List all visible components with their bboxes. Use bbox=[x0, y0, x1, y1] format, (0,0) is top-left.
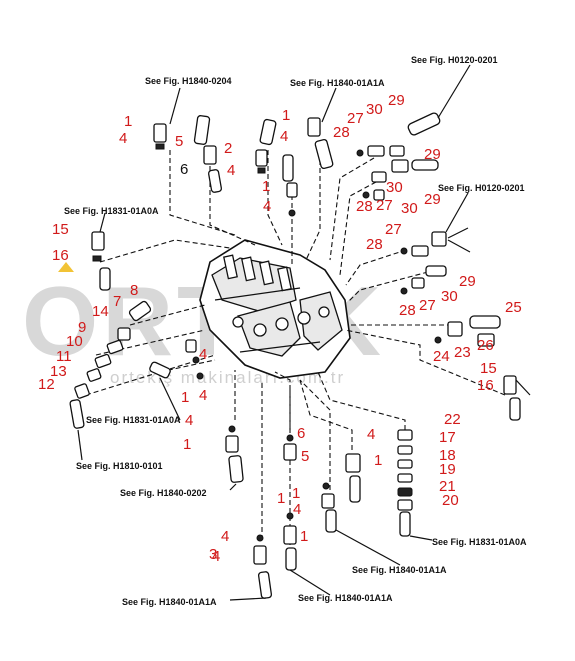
callout-number: 30 bbox=[366, 101, 383, 118]
callout-number: 29 bbox=[459, 273, 476, 290]
ref-label: See Fig. H1840-01A1A bbox=[122, 597, 217, 607]
fittings bbox=[69, 112, 521, 599]
ref-label: See Fig. H1840-01A1A bbox=[290, 78, 385, 88]
callout-number: 1 bbox=[300, 528, 308, 545]
callout-number: 1 bbox=[374, 452, 382, 469]
callout-number: 1 bbox=[181, 389, 189, 406]
callout-number: 9 bbox=[78, 319, 86, 336]
callout-number: 27 bbox=[347, 110, 364, 127]
callout-number: 30 bbox=[441, 288, 458, 305]
callout-number: 29 bbox=[424, 191, 441, 208]
callout-number: 3 bbox=[209, 546, 217, 563]
watermark-accent bbox=[58, 262, 74, 272]
ref-label: See Fig. H1840-0202 bbox=[120, 488, 207, 498]
callout-number: 19 bbox=[439, 461, 456, 478]
callout-number: 6 bbox=[180, 161, 188, 178]
callout-number: 4 bbox=[263, 198, 271, 215]
callout-number: 27 bbox=[385, 221, 402, 238]
ref-label: See Fig. H1810-0101 bbox=[76, 461, 163, 471]
callout-number: 16 bbox=[52, 247, 69, 264]
callout-number: 4 bbox=[367, 426, 375, 443]
ref-label: See Fig. H1831-01A0A bbox=[64, 206, 159, 216]
callout-number: 17 bbox=[439, 429, 456, 446]
callout-number: 25 bbox=[505, 299, 522, 316]
callout-number: 29 bbox=[388, 92, 405, 109]
callout-number: 1 bbox=[282, 107, 290, 124]
callout-number: 11 bbox=[56, 348, 72, 365]
callout-number: 4 bbox=[221, 528, 229, 545]
callout-number: 28 bbox=[333, 124, 350, 141]
callout-number: 28 bbox=[399, 302, 416, 319]
callout-number: 30 bbox=[386, 179, 403, 196]
callout-number: 15 bbox=[480, 360, 497, 377]
callout-number: 18 bbox=[439, 447, 456, 464]
callout-number: 4 bbox=[185, 412, 193, 429]
control-valve-body bbox=[199, 239, 351, 379]
callout-number: 1 bbox=[183, 436, 191, 453]
callout-number: 29 bbox=[424, 146, 441, 163]
callout-number: 28 bbox=[366, 236, 383, 253]
callout-number: 5 bbox=[301, 448, 309, 465]
callout-number: 4 bbox=[293, 501, 301, 518]
callout-number: 12 bbox=[38, 376, 55, 393]
callout-number: 27 bbox=[419, 297, 436, 314]
callout-number: 1 bbox=[124, 113, 132, 130]
ref-label: See Fig. H1840-0204 bbox=[145, 76, 232, 86]
callout-number: 8 bbox=[130, 282, 138, 299]
callout-number: 23 bbox=[454, 344, 471, 361]
callout-number: 1 bbox=[262, 178, 270, 195]
callout-number: 1 bbox=[292, 485, 300, 502]
callout-number: 2 bbox=[224, 140, 232, 157]
callout-number: 4 bbox=[227, 162, 235, 179]
callout-number: 30 bbox=[401, 200, 418, 217]
callout-number: 16 bbox=[477, 377, 494, 394]
callout-number: 13 bbox=[50, 363, 67, 380]
reference-leaders bbox=[77, 64, 531, 601]
ref-label: See Fig. H1831-01A0A bbox=[432, 537, 527, 547]
callout-number: 24 bbox=[433, 348, 450, 365]
callout-number: 7 bbox=[113, 293, 121, 310]
callout-number: 10 bbox=[66, 333, 83, 350]
callout-number: 14 bbox=[92, 303, 109, 320]
ref-label: See Fig. H1840-01A1A bbox=[352, 565, 447, 575]
callout-number: 1 bbox=[277, 490, 285, 507]
ref-label: See Fig. H1840-01A1A bbox=[298, 593, 393, 603]
callout-number: 4 bbox=[119, 130, 127, 147]
ref-label: See Fig. H0120-0201 bbox=[411, 55, 498, 65]
callout-number: 28 bbox=[356, 198, 373, 215]
ref-label: See Fig. H0120-0201 bbox=[438, 183, 525, 193]
callout-number: 4 bbox=[280, 128, 288, 145]
callout-number: 6 bbox=[297, 425, 305, 442]
callout-number: 4 bbox=[212, 548, 220, 565]
callout-number: 4 bbox=[199, 387, 207, 404]
callout-number: 5 bbox=[175, 133, 183, 150]
ref-label: See Fig. H1831-01A0A bbox=[86, 415, 181, 425]
callout-number: 15 bbox=[52, 221, 69, 238]
callout-number: 27 bbox=[376, 197, 393, 214]
callout-number: 4 bbox=[199, 346, 207, 363]
callout-number: 26 bbox=[477, 337, 494, 354]
callout-number: 21 bbox=[439, 478, 456, 495]
callout-number: 20 bbox=[442, 492, 459, 509]
reference-labels: See Fig. H1840-0204 See Fig. H1840-01A1A… bbox=[64, 55, 527, 607]
callout-number: 22 bbox=[444, 411, 461, 428]
